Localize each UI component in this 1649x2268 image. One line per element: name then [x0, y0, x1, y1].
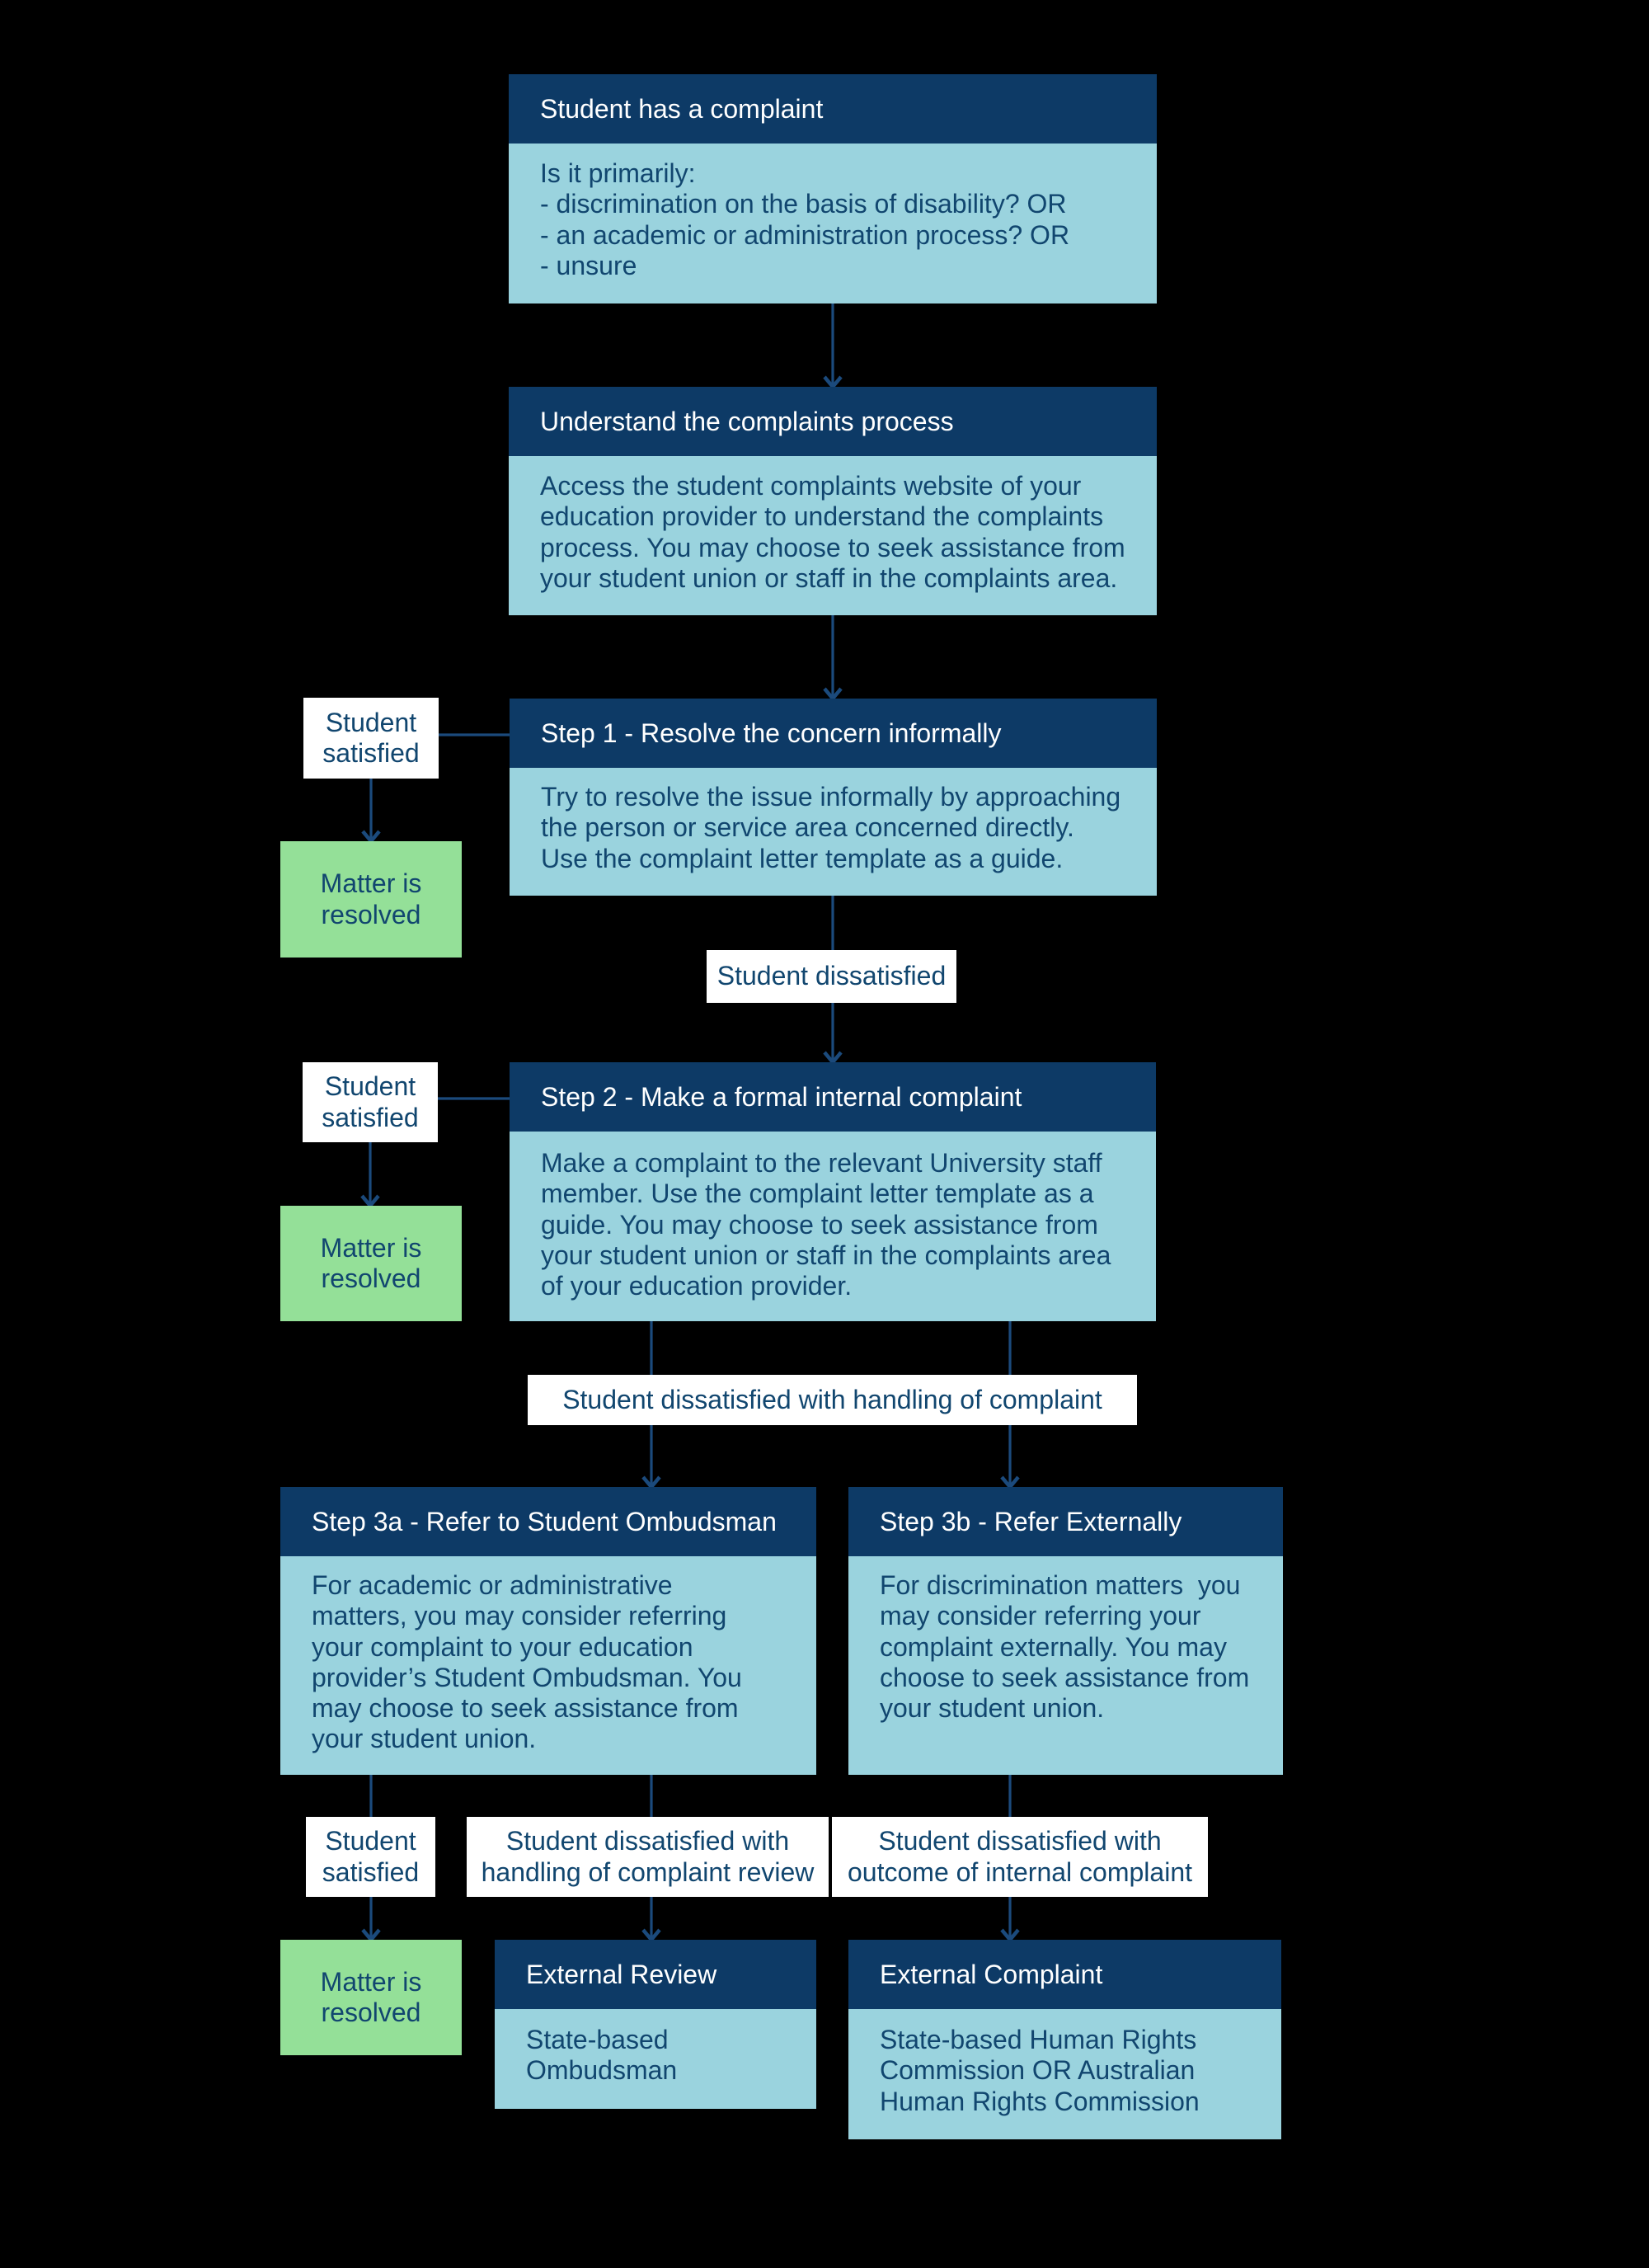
edge-label-student-satisfied-2: Student satisfied [303, 1062, 438, 1142]
node-step1-resolve-informally: Step 1 - Resolve the concern informally … [510, 699, 1157, 896]
node-step3b-refer-externally: Step 3b - Refer Externally For discrimin… [848, 1487, 1283, 1775]
edge-label-dissatisfied-outcome: Student dissatisfied with outcome of int… [832, 1817, 1208, 1897]
node-understand-process: Understand the complaints process Access… [509, 387, 1157, 615]
edge-label-student-satisfied-1: Student satisfied [303, 698, 439, 779]
node-step3a-student-ombudsman: Step 3a - Refer to Student Ombudsman For… [280, 1487, 816, 1775]
node-body: For discrimination matters you may consi… [848, 1556, 1283, 1775]
node-title: Student has a complaint [509, 74, 1157, 144]
edge-label-student-satisfied-3: Student satisfied [306, 1817, 435, 1897]
outcome-matter-resolved-2: Matter is resolved [280, 1206, 462, 1321]
edge-label-dissatisfied-review: Student dissatisfied with handling of co… [467, 1817, 829, 1897]
node-body: State-based Human Rights Commission OR A… [848, 2009, 1281, 2139]
node-body: State-based Ombudsman [495, 2009, 816, 2109]
node-external-review: External Review State-based Ombudsman [495, 1940, 816, 2109]
node-title: Step 3b - Refer Externally [848, 1487, 1283, 1556]
outcome-matter-resolved-3: Matter is resolved [280, 1940, 462, 2055]
outcome-matter-resolved-1: Matter is resolved [280, 841, 462, 958]
node-title: Understand the complaints process [509, 387, 1157, 456]
node-title: Step 2 - Make a formal internal complain… [510, 1062, 1156, 1132]
node-body: Is it primarily: - discrimination on the… [509, 144, 1157, 303]
edge-label-student-dissatisfied: Student dissatisfied [707, 950, 956, 1003]
node-body: Make a complaint to the relevant Univers… [510, 1132, 1156, 1321]
node-step2-formal-complaint: Step 2 - Make a formal internal complain… [510, 1062, 1156, 1321]
edge-label-dissatisfied-handling: Student dissatisfied with handling of co… [528, 1375, 1137, 1425]
node-body: For academic or administrative matters, … [280, 1556, 816, 1775]
node-student-has-complaint: Student has a complaint Is it primarily:… [509, 74, 1157, 303]
node-title: Step 3a - Refer to Student Ombudsman [280, 1487, 816, 1556]
node-title: External Review [495, 1940, 816, 2009]
node-external-complaint: External Complaint State-based Human Rig… [848, 1940, 1281, 2139]
node-body: Try to resolve the issue informally by a… [510, 768, 1157, 896]
node-title: External Complaint [848, 1940, 1281, 2009]
node-body: Access the student complaints website of… [509, 456, 1157, 615]
node-title: Step 1 - Resolve the concern informally [510, 699, 1157, 768]
